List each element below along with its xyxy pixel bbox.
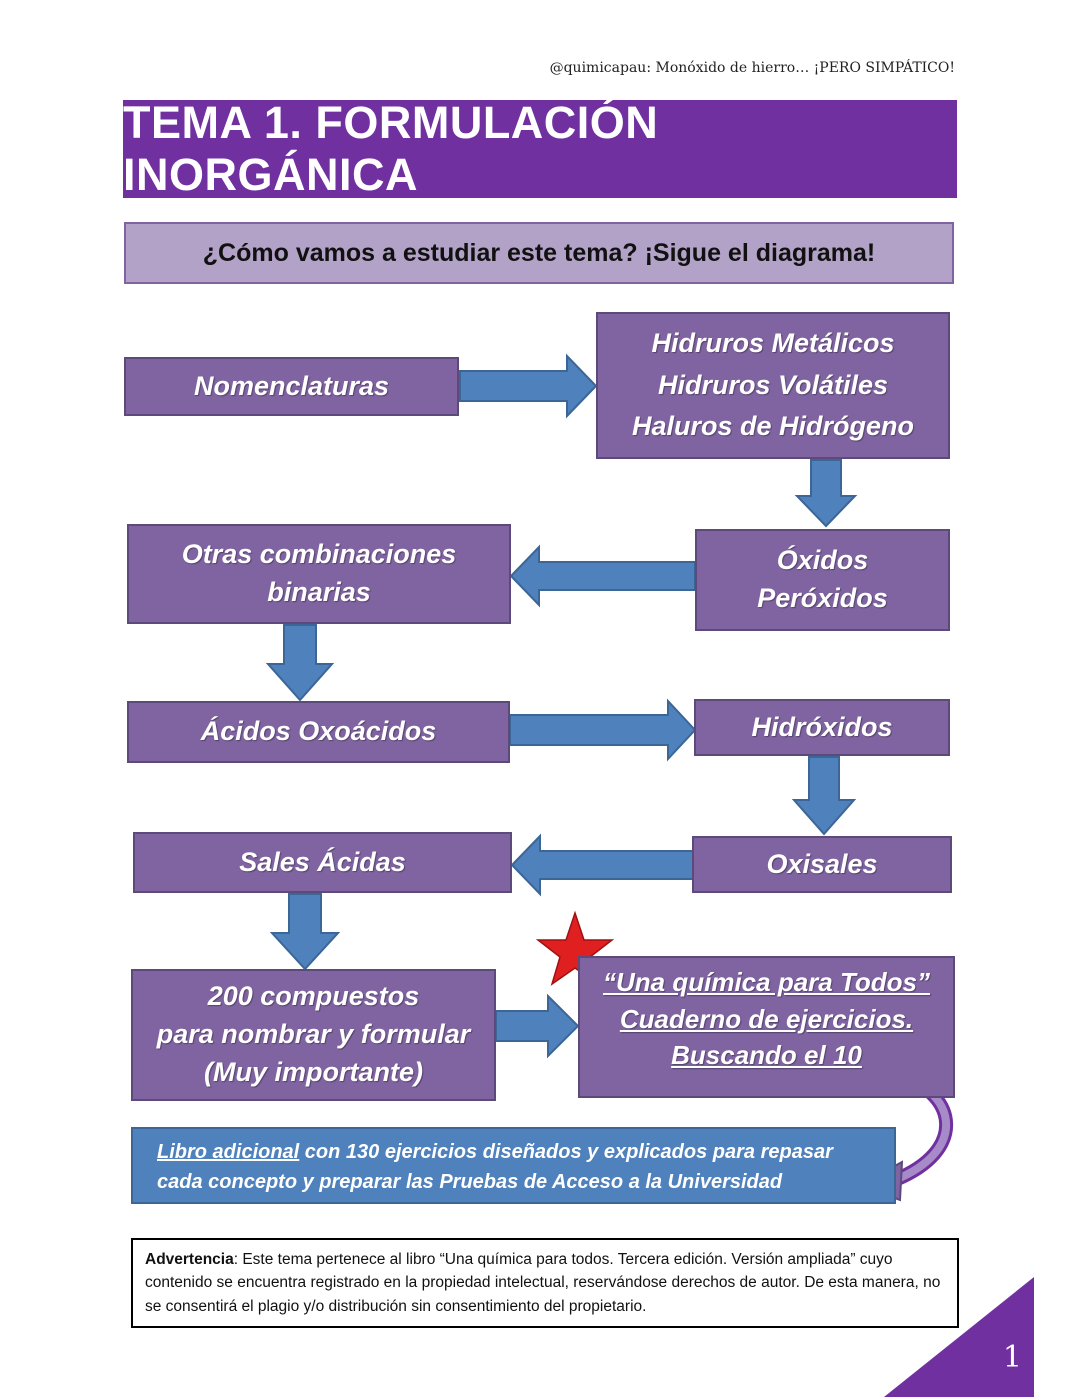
extra-book-link[interactable]: Libro adicional — [157, 1141, 300, 1163]
diagram-subtitle: ¿Cómo vamos a estudiar este tema? ¡Sigue… — [124, 222, 954, 284]
warning-label: Advertencia — [145, 1251, 234, 1268]
page-corner-triangle — [884, 1277, 1034, 1397]
box-hidroxidos: Hidróxidos — [694, 699, 950, 756]
arrow-down-1 — [794, 459, 858, 528]
page-number: 1 — [1002, 1340, 1022, 1375]
arrow-down-2 — [265, 624, 335, 702]
box-libro-una-quimica[interactable]: “Una química para Todos” Cuaderno de eje… — [578, 956, 955, 1098]
arrow-down-3 — [791, 756, 857, 836]
arrow-right-2 — [509, 698, 697, 762]
arrow-right-3 — [495, 993, 580, 1059]
arrow-down-4 — [269, 893, 341, 971]
warning-text: : Este tema pertenece al libro “Una quím… — [145, 1251, 941, 1315]
page-title: TEMA 1. FORMULACIÓN INORGÁNICA — [123, 97, 957, 200]
box-otras-combinaciones: Otras combinaciones binarias — [127, 524, 511, 624]
extra-book-box: Libro adicional con 130 ejercicios diseñ… — [131, 1127, 896, 1204]
arrow-left-1 — [509, 544, 696, 608]
box-hidruros: Hidruros Metálicos Hidruros Volátiles Ha… — [596, 312, 950, 459]
arrow-left-2 — [510, 833, 694, 897]
header-note: @quimicapau: Monóxido de hierro… ¡PERO S… — [549, 60, 955, 76]
box-oxisales: Oxisales — [692, 836, 952, 893]
box-200-compuestos: 200 compuestos para nombrar y formular (… — [131, 969, 496, 1101]
box-sales-acidas: Sales Ácidas — [133, 832, 512, 893]
star-icon — [535, 910, 615, 986]
box-nomenclaturas: Nomenclaturas — [124, 357, 459, 416]
box-oxidos: Óxidos Peróxidos — [695, 529, 950, 631]
warning-box: Advertencia: Este tema pertenece al libr… — [131, 1238, 959, 1328]
box-acidos-oxoacidos: Ácidos Oxoácidos — [127, 701, 510, 763]
arrow-right-1 — [459, 353, 598, 419]
extra-book-text: con 130 ejercicios diseñados y explicado… — [157, 1141, 833, 1193]
